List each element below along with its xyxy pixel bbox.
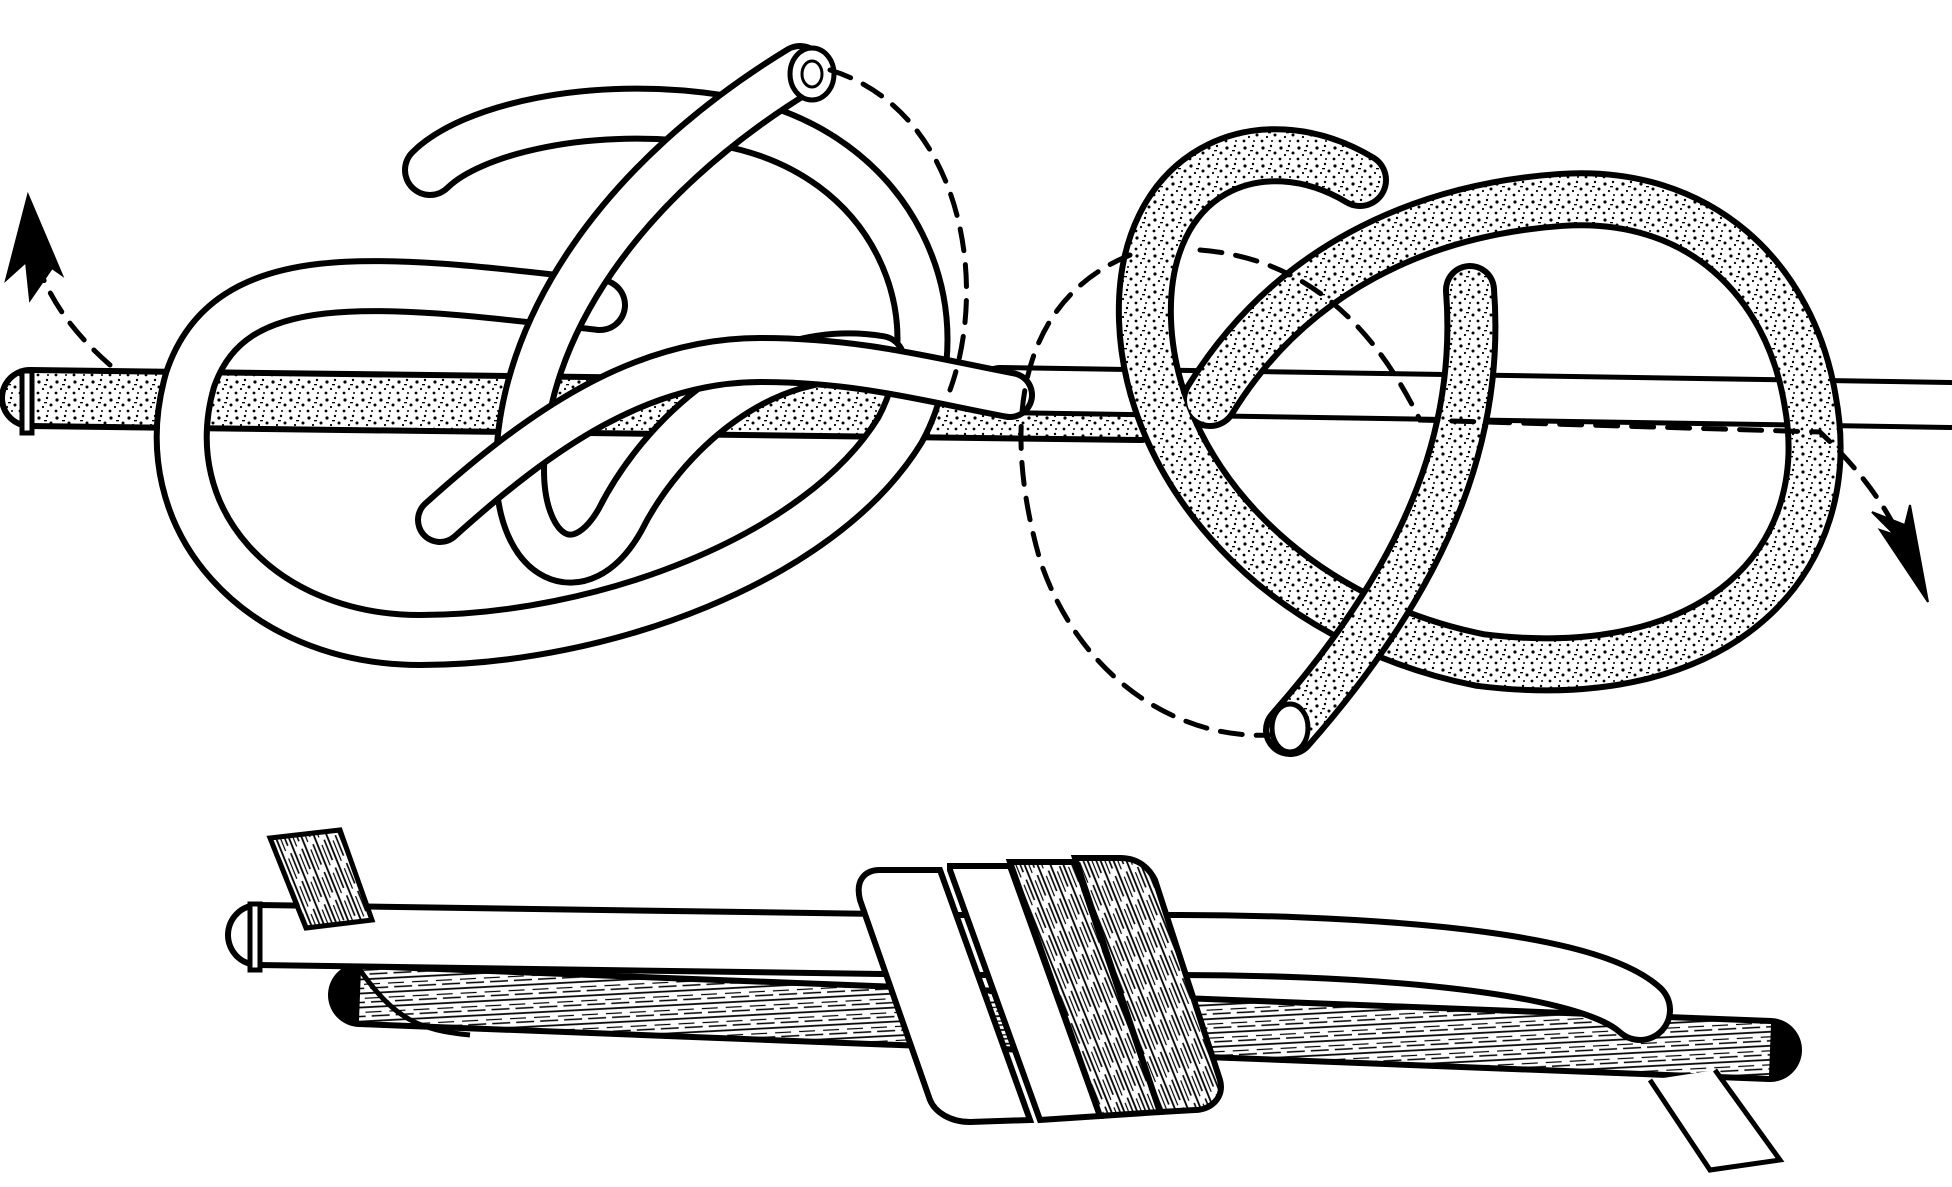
rope-end-bottom — [1269, 701, 1311, 755]
left-white-crossing-strand — [415, 335, 1035, 545]
movement-paths — [25, 67, 1908, 738]
arrowheads — [4, 191, 1929, 603]
right-speckled-loop — [1115, 126, 1844, 694]
dashed-path-left — [25, 227, 113, 368]
left-white-inner-strand — [493, 43, 907, 586]
knot-tying-steps — [0, 43, 1952, 757]
rope-end-top — [787, 45, 837, 103]
finished-knot — [225, 827, 1802, 1173]
wrap-4 — [1070, 855, 1224, 1116]
upper-rope — [225, 827, 1673, 1043]
wrap-2 — [947, 863, 1105, 1124]
arrow-left-up-icon — [4, 191, 65, 303]
knot-wraps — [855, 855, 1224, 1126]
wrap-1 — [855, 867, 1035, 1126]
right-speckled-tail — [1263, 263, 1499, 757]
dashed-path-top — [827, 67, 969, 393]
arrow-right-down-icon — [1871, 504, 1929, 603]
frayed-rope-end — [266, 827, 376, 931]
